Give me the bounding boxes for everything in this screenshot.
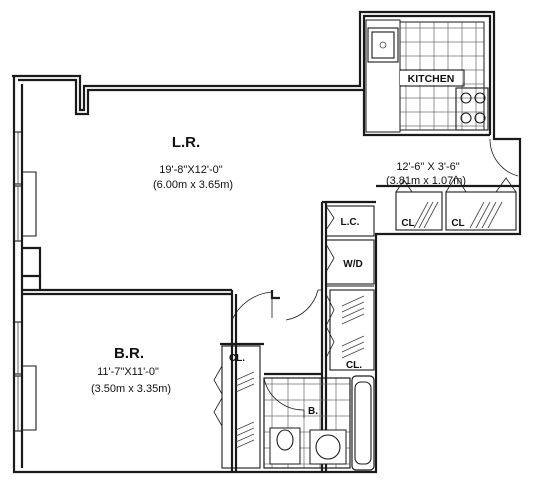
living-room-label: L.R. [172, 134, 200, 151]
hall-closet-2-label: CL [451, 218, 464, 229]
hall-closet-1-label: CL [401, 218, 414, 229]
living-room-dim-imperial: 19'-8"X12'-0" [159, 164, 222, 176]
bath-label: B. [308, 406, 318, 417]
hall-closets [395, 138, 519, 231]
bedroom-dim-metric: (3.50m x 3.35m) [91, 383, 171, 395]
linen-closet-label: L.C. [341, 217, 360, 228]
foyer-dim-metric: (3.81m x 1.07m) [386, 175, 466, 187]
foyer-dim-imperial: 12'-6" X 3'-6" [396, 161, 459, 173]
partition-lr-br [22, 246, 322, 472]
living-room-dim-metric: (6.00m x 3.65m) [153, 179, 233, 191]
bedroom-dim-imperial: 11'-7"X11'-0" [97, 366, 159, 378]
windows-left [13, 131, 37, 432]
bedroom-closet [213, 342, 264, 469]
bath-closet-label: CL. [346, 360, 362, 371]
kitchen-label: KITCHEN [408, 73, 455, 85]
washer-dryer-label: W/D [343, 259, 362, 270]
bedroom-closet-label: CL. [229, 353, 245, 364]
bathroom [263, 372, 375, 471]
bedroom-label: B.R. [114, 345, 144, 362]
